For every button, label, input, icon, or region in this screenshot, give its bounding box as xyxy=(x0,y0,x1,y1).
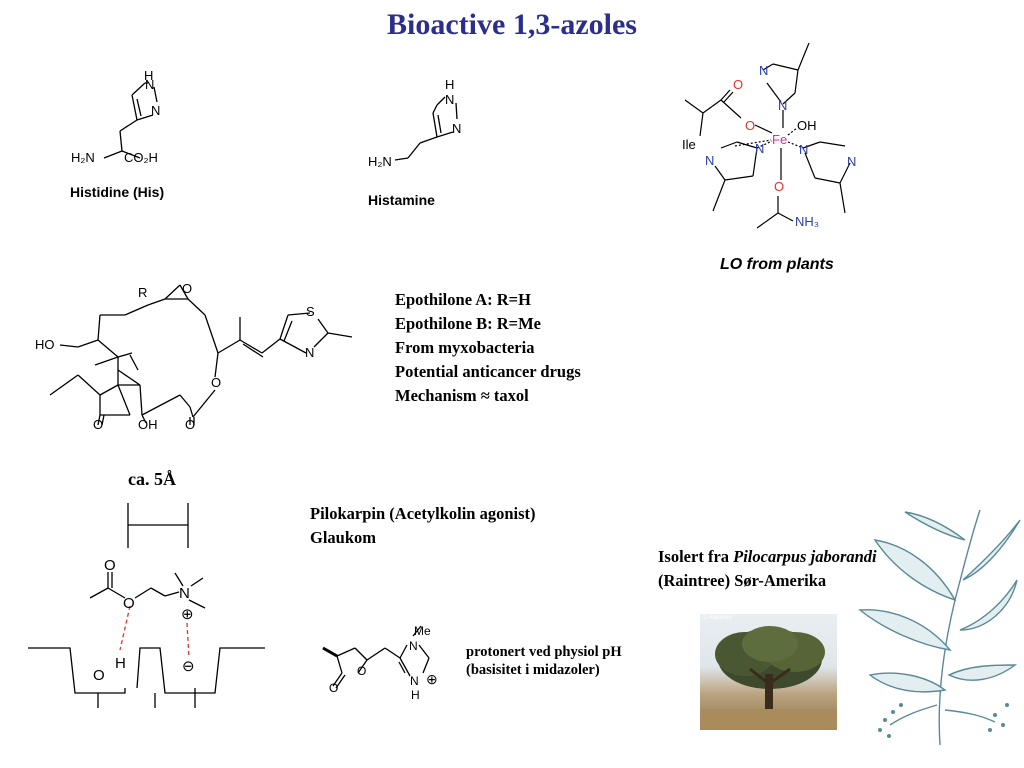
epothilone-r-label: R xyxy=(138,285,147,300)
lo-n-label: N xyxy=(799,142,808,157)
histidine-n-top-label: N xyxy=(145,77,154,92)
epothilone-description: Epothilone A: R=H Epothilone B: R=Me Fro… xyxy=(395,288,581,408)
receptor-h-label: H xyxy=(115,655,126,672)
epothilone-s-label: S xyxy=(306,304,315,319)
histamine-structure: H N N H₂N xyxy=(368,77,461,169)
epothilone-lactone-o-label: O xyxy=(185,417,195,432)
receptor-o-carbonyl-label: O xyxy=(104,557,116,574)
plant-illustration xyxy=(858,509,1021,746)
photo-credit: © Raintree xyxy=(703,615,732,621)
epothilone-ring-o-label: O xyxy=(211,375,221,390)
lo-fe-label: Fe xyxy=(772,132,787,147)
source-description: Isolert fra Pilocarpus jaborandi (Raintr… xyxy=(658,545,877,593)
pilocarpine-line: Pilokarpin (Acetylkolin agonist) xyxy=(310,504,536,523)
lo-o-carbonyl-label: O xyxy=(733,77,743,92)
protonated-line: protonert ved physiol pH xyxy=(466,644,622,660)
source-line-2: (Raintree) Sør-Amerika xyxy=(658,571,827,590)
pilocarpine-o-ring-label: O xyxy=(357,664,366,678)
lo-oh-label: OH xyxy=(797,118,817,133)
protonated-line: (basisitet i midazoler) xyxy=(466,662,600,678)
lo-complex-structure: Fe OH O O O Ile NH₃ N N N N N N xyxy=(682,42,856,229)
pilocarpine-plus-label: ⊕ xyxy=(426,671,438,687)
epothilone-line: Potential anticancer drugs xyxy=(395,362,581,381)
pilocarpine-n-top-label: N xyxy=(409,639,418,653)
pilocarpine-n-bottom-label: N xyxy=(410,674,419,688)
pilocarpine-h-label: H xyxy=(411,688,420,702)
lo-o-ester-label: O xyxy=(745,118,755,133)
histidine-nh-label: H xyxy=(144,68,153,83)
epothilone-epoxide-o-label: O xyxy=(182,281,192,296)
epothilone-line: Mechanism ≈ taxol xyxy=(395,386,529,405)
epothilone-oh-label: OH xyxy=(138,417,158,432)
pilocarpine-o-carbonyl-label: O xyxy=(329,681,338,695)
receptor-plus-label: ⊕ xyxy=(181,606,194,623)
epothilone-line: Epothilone A: R=H xyxy=(395,290,531,309)
epothilone-n-label: N xyxy=(305,345,314,360)
histamine-amine-label: H₂N xyxy=(368,154,392,169)
pilocarpine-me-label: Me xyxy=(414,624,431,638)
histamine-n-top-label: N xyxy=(445,92,454,107)
epothilone-line: Epothilone B: R=Me xyxy=(395,314,541,333)
lo-n-label: N xyxy=(847,154,856,169)
lo-caption: LO from plants xyxy=(720,256,834,273)
lo-nh3-label: NH₃ xyxy=(795,214,819,229)
lo-n-label: N xyxy=(778,98,787,113)
histidine-name: Histidine (His) xyxy=(70,184,165,200)
pilocarpine-description: Pilokarpin (Acetylkolin agonist) Glaukom xyxy=(310,502,536,550)
epothilone-line: From myxobacteria xyxy=(395,338,535,357)
histidine-n-ring-label: N xyxy=(151,103,160,118)
epothilone-ho-label: HO xyxy=(35,337,55,352)
pilocarpine-line: Glaukom xyxy=(310,528,377,547)
pilocarpine-structure: Me N N H O O ⊕ xyxy=(322,624,438,702)
histamine-h-label: H xyxy=(445,77,454,92)
histamine-name: Histamine xyxy=(368,192,435,208)
receptor-diagram: O O N ⊕ O H ⊖ xyxy=(28,503,265,708)
histidine-structure: H N N H₂N CO₂H xyxy=(71,68,160,165)
histidine-amine-label: H₂N xyxy=(71,150,95,165)
protonated-note: protonert ved physiol pH (basisitet i mi… xyxy=(466,643,622,679)
epothilone-structure: R O S N HO O OH O O xyxy=(35,281,353,432)
source-line-1: Isolert fra Pilocarpus jaborandi xyxy=(658,545,877,569)
receptor-o-ester-label: O xyxy=(123,595,135,612)
lo-o-amide-label: O xyxy=(774,179,784,194)
source-prefix: Isolert fra xyxy=(658,547,734,566)
histamine-n-ring-label: N xyxy=(452,121,461,136)
lo-n-label: N xyxy=(759,63,768,78)
slide-title: Bioactive 1,3-azoles xyxy=(387,8,637,41)
raintree-photo: © Raintree xyxy=(700,614,837,730)
source-species: Pilocarpus jaborandi xyxy=(733,547,877,566)
histidine-acid-label: CO₂H xyxy=(124,150,158,165)
epothilone-ketone-o-label: O xyxy=(93,417,103,432)
receptor-n-label: N xyxy=(179,585,190,602)
distance-label: ca. 5Å xyxy=(128,469,176,489)
receptor-minus-label: ⊖ xyxy=(182,658,195,675)
receptor-o-site-label: O xyxy=(93,667,105,684)
lo-n-label: N xyxy=(705,153,714,168)
lo-ile-label: Ile xyxy=(682,137,696,152)
lo-n-label: N xyxy=(755,141,764,156)
